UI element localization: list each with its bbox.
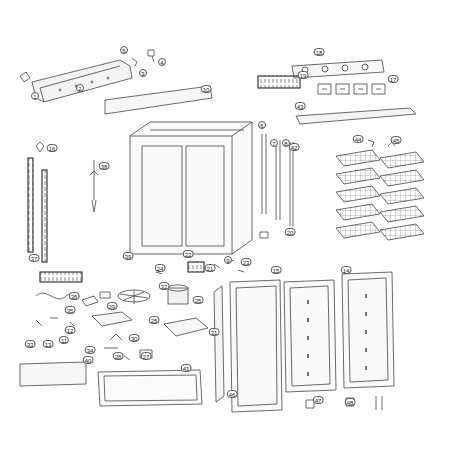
- callout-number: 16: [47, 144, 58, 152]
- callout-number: 43: [295, 102, 306, 110]
- callout-number: 18: [314, 48, 325, 56]
- callout-number: 14: [341, 266, 352, 274]
- callout-number: 21: [205, 264, 216, 272]
- callout-number: 26: [149, 316, 160, 324]
- callout-number: 25: [193, 296, 204, 304]
- callout-number: 42: [289, 143, 300, 151]
- callout-number: 33: [25, 340, 36, 348]
- callout-number: 17: [388, 75, 399, 83]
- callout-number: 44: [353, 135, 364, 143]
- callout-number: 15: [271, 266, 282, 274]
- callout-number: 23: [241, 258, 252, 266]
- callout-number: 2: [76, 84, 84, 92]
- callout-number: 6: [258, 121, 266, 129]
- callout-number: 19: [298, 71, 309, 79]
- callout-number: 31: [209, 328, 220, 336]
- callout-number: 35: [65, 306, 76, 314]
- callout-number: 47: [313, 396, 324, 404]
- callout-number: 48: [345, 398, 356, 406]
- callout-number: 37: [29, 254, 40, 262]
- callout-number: 22: [183, 250, 194, 258]
- callout-number: 38: [99, 162, 110, 170]
- callout-number: 41: [181, 364, 192, 372]
- callout-number: 29: [107, 302, 118, 310]
- callout-number: 20: [285, 228, 296, 236]
- callout-number: 10: [201, 85, 212, 93]
- callout-number: 7: [270, 139, 278, 147]
- callout-number: 12: [65, 326, 76, 334]
- callout-number: 1: [31, 92, 39, 100]
- callout-number: 28: [113, 352, 124, 360]
- callout-number: 3: [139, 69, 147, 77]
- callout-number: 9: [224, 256, 232, 264]
- callout-number: 34: [85, 346, 96, 354]
- callout-number: 24: [155, 264, 166, 272]
- callout-number: 30: [129, 334, 140, 342]
- callout-number: 32: [159, 282, 170, 290]
- callout-number: 40: [83, 356, 94, 364]
- callout-number: 11: [59, 336, 69, 344]
- callout-number: 46: [227, 390, 238, 398]
- callout-number: 39: [123, 252, 134, 260]
- callout-number: 13: [43, 340, 54, 348]
- callout-number: 27: [141, 352, 152, 360]
- callout-number: 45: [391, 136, 402, 144]
- callout-number: 36: [69, 292, 80, 300]
- callout-number: 5: [120, 46, 128, 54]
- callout-number: 4: [158, 58, 166, 66]
